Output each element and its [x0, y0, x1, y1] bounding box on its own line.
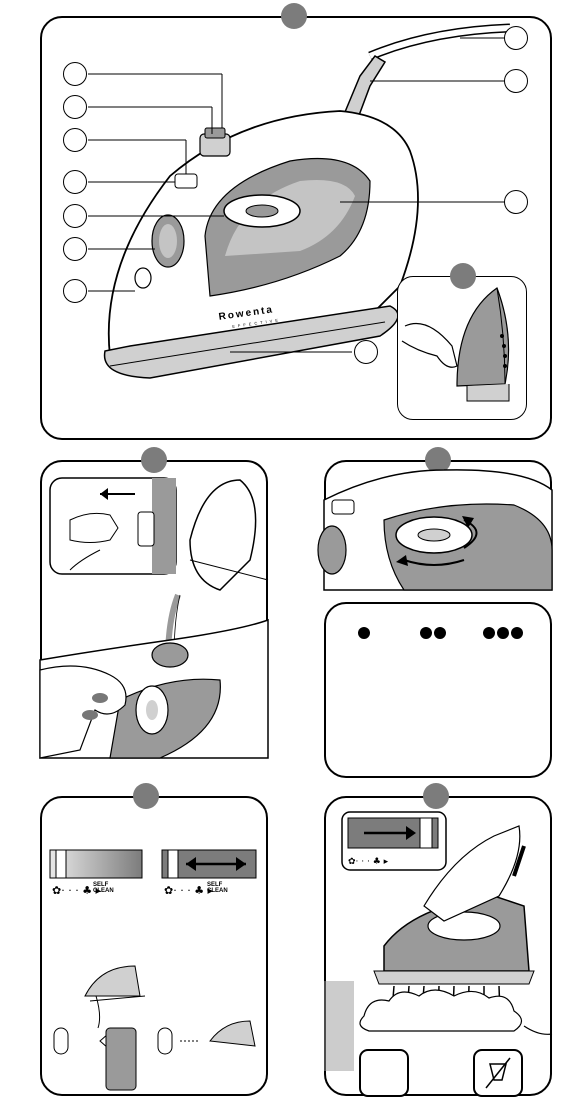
slider-label-self-clean-b: SELF CLEAN [207, 882, 228, 894]
self-clean-illustration: ✿· · · ♣ ▸ [324, 811, 553, 1097]
panel-badge-1 [281, 3, 307, 29]
callout-left-4 [63, 170, 87, 194]
steam-level-1 [358, 627, 372, 639]
steam-dot [420, 627, 432, 639]
panel-badge-3 [425, 447, 451, 473]
vertical-iron-illustration [401, 287, 510, 402]
self-label-line1: SELF [93, 882, 109, 888]
svg-text:✿· · · ♣ ▸: ✿· · · ♣ ▸ [52, 884, 102, 897]
panel-badge-5 [133, 783, 159, 809]
steam-level-2 [420, 627, 448, 639]
callout-left-5 [63, 204, 87, 228]
panel-badge-6 [423, 783, 449, 809]
callout-left-1 [63, 62, 87, 86]
steam-dot [497, 627, 509, 639]
steam-dot [358, 627, 370, 639]
callout-right-1 [504, 26, 528, 50]
steam-dial-illustration [317, 469, 553, 591]
callout-left-3 [63, 128, 87, 152]
steam-dot [483, 627, 495, 639]
steam-dot [511, 627, 523, 639]
callout-left-6 [63, 237, 87, 261]
callout-left-2 [63, 95, 87, 119]
self-label-line1: SELF [207, 882, 223, 888]
fill-water-illustration [39, 477, 269, 759]
inset-badge [450, 263, 476, 289]
callout-right-4 [354, 340, 378, 364]
panel-self-clean-slider [40, 796, 268, 1096]
callout-left-7 [63, 279, 87, 303]
self-label-line2: CLEAN [93, 888, 114, 894]
steam-dot [434, 627, 446, 639]
self-label-line2: CLEAN [207, 888, 228, 894]
iron-illustration [88, 23, 511, 379]
svg-text:✿· · · ♣ ▸: ✿· · · ♣ ▸ [348, 857, 389, 867]
callout-right-2 [504, 69, 528, 93]
slider-label-self-clean-a: SELF CLEAN [93, 882, 114, 894]
steam-level-3 [483, 627, 525, 639]
callout-right-3 [504, 190, 528, 214]
svg-text:✿· · · ♣ ▸: ✿· · · ♣ ▸ [164, 884, 214, 897]
slider-illustration: ✿· · · ♣ ▸ ✿· · · ♣ ▸ [49, 849, 257, 1091]
panel-badge-2 [141, 447, 167, 473]
